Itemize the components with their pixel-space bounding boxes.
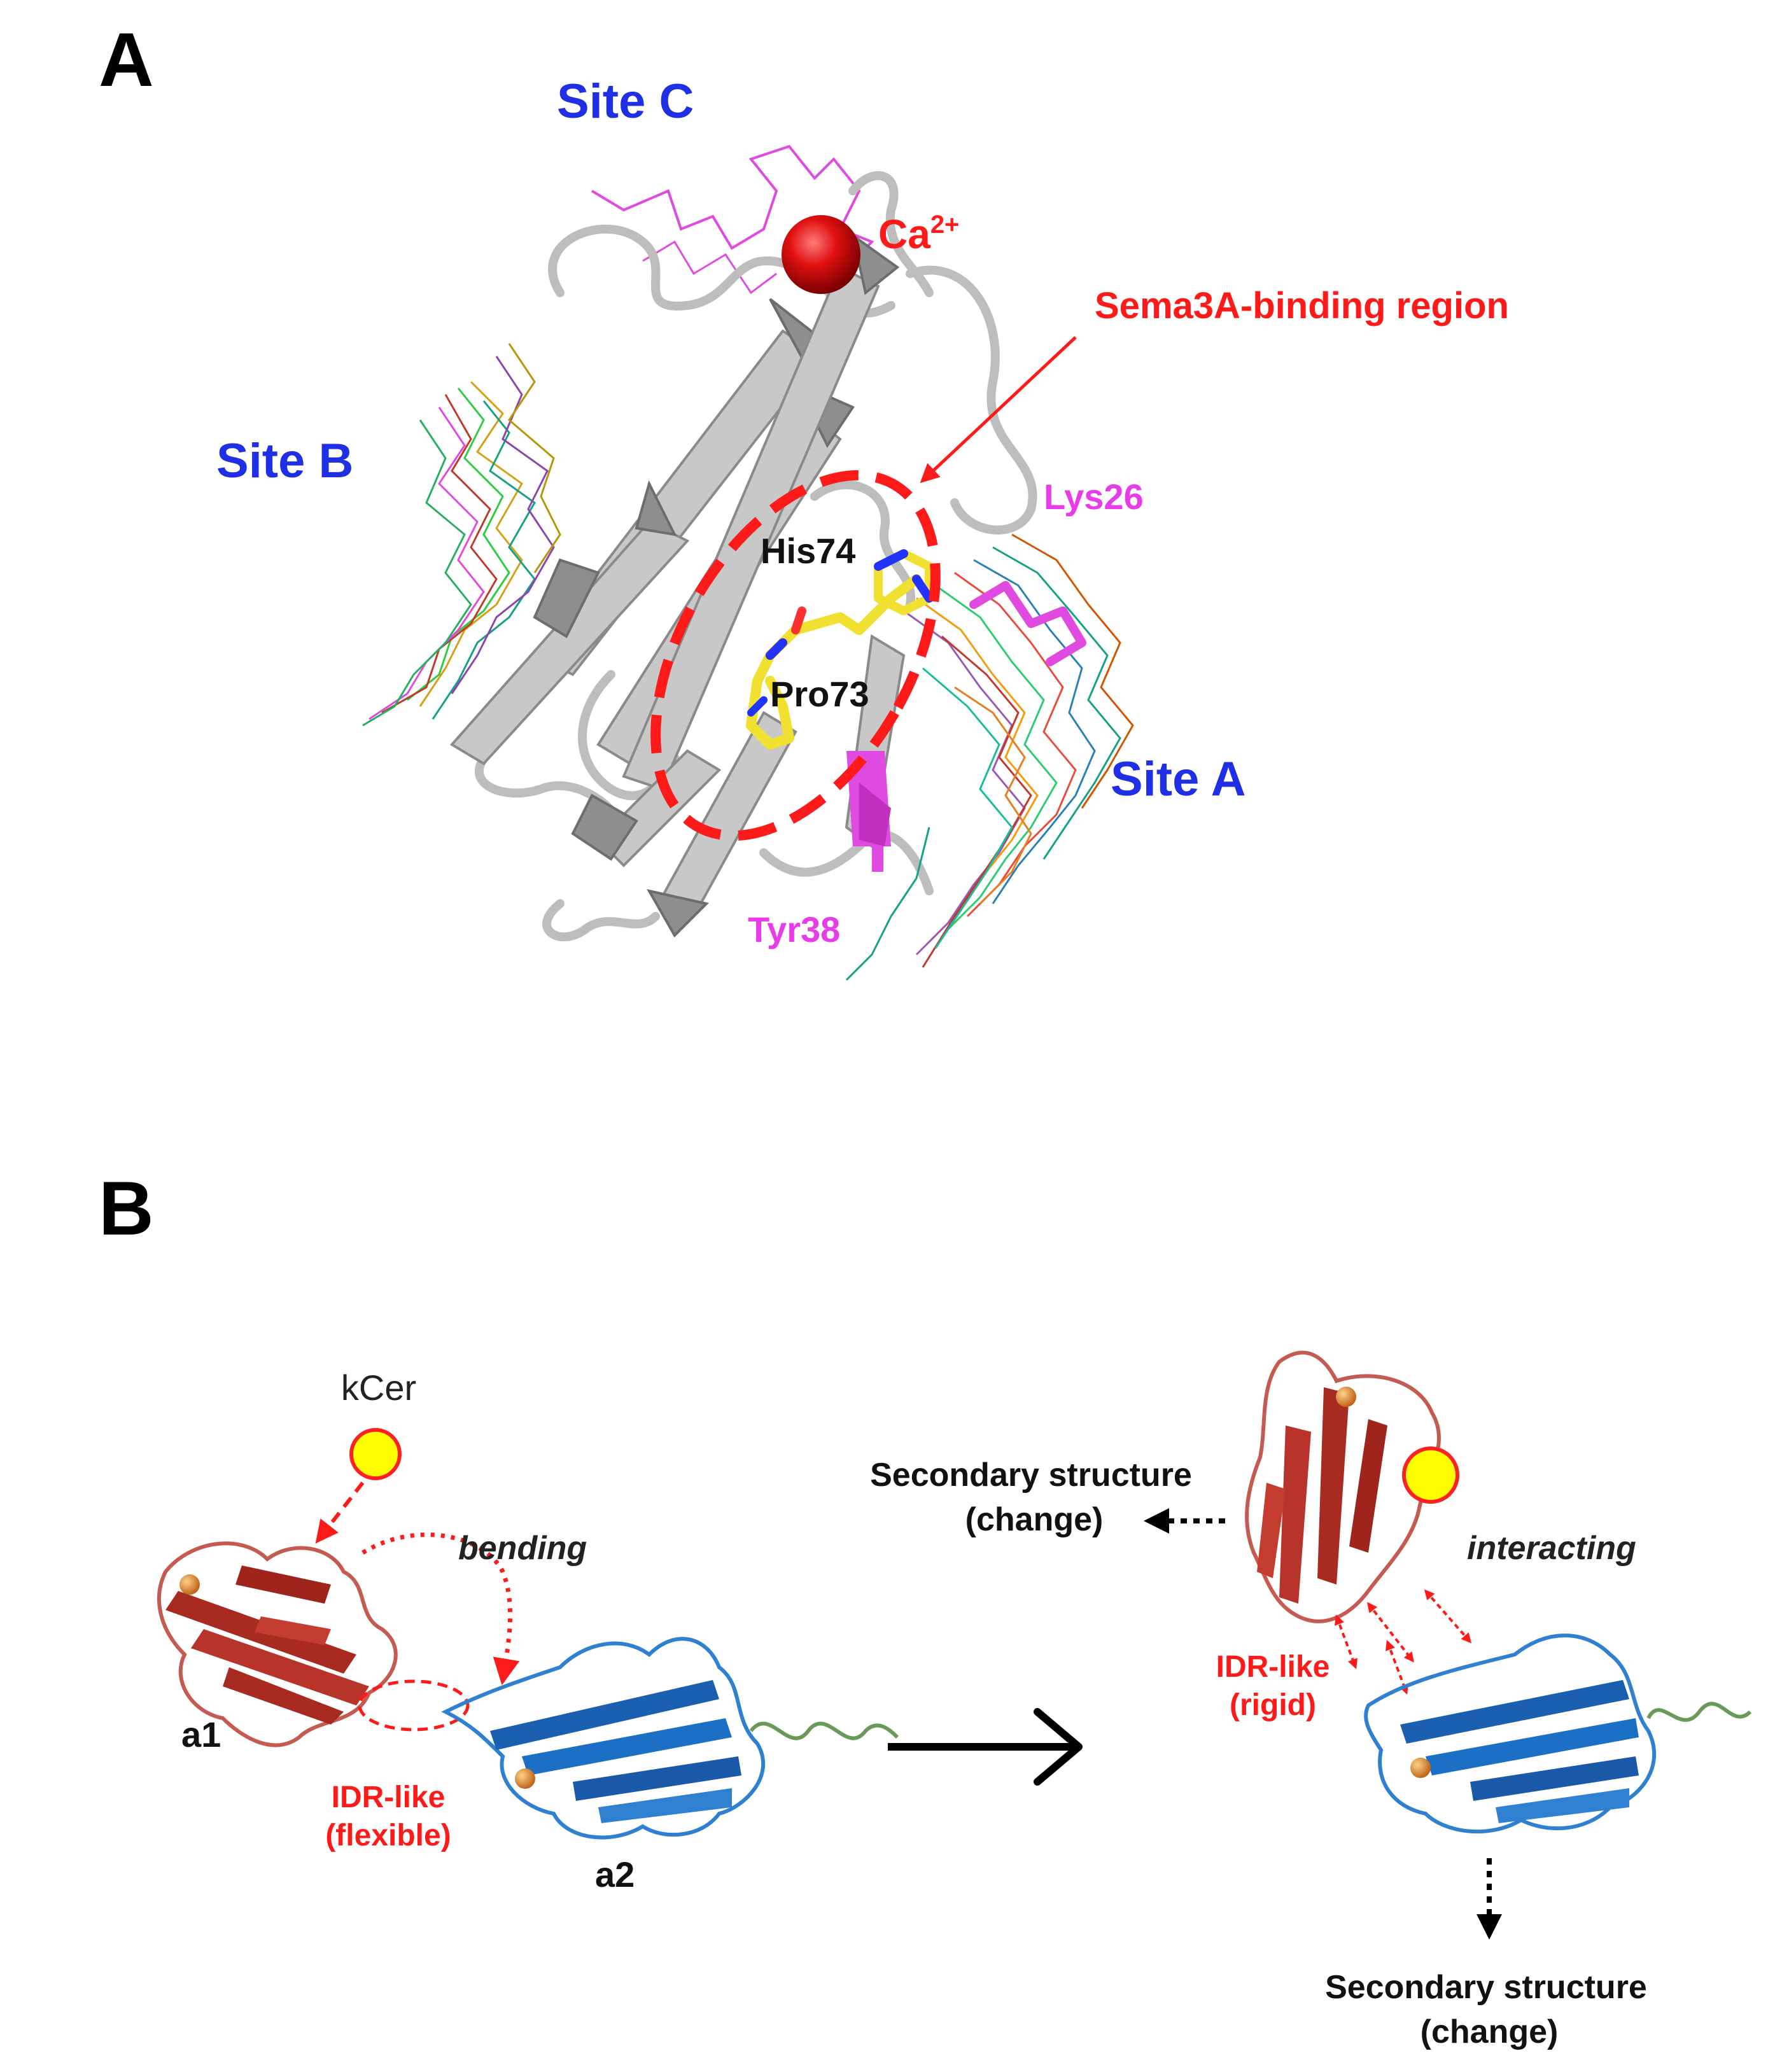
tyr38-label: Tyr38 [748,909,840,949]
panel-a-protein-coils [475,171,1037,942]
binding-region-arrow [920,336,1077,484]
site-a-label: Site A [1111,752,1246,806]
metal-ion-a2-right [1410,1758,1431,1778]
calcium-symbol: Ca [878,211,930,257]
bending-label: bending [458,1530,587,1567]
panel-b-letter: B [99,1166,154,1251]
interacting-label: interacting [1467,1530,1636,1567]
bending-arrow [361,1532,520,1686]
idr-flexible-label-line1: IDR-like [332,1781,446,1814]
kcer-binding-arrow [315,1481,365,1544]
panel-b: B kCer bending a1 [99,1166,1752,2050]
metal-ion-a1-right [1336,1387,1356,1407]
domain-a2-left [441,1637,899,1840]
domain-a1-right [1245,1350,1459,1623]
secondary-structure-bottom-line1: Secondary structure [1325,1969,1647,2006]
lys26-stick [969,581,1086,666]
calcium-charge: 2+ [930,211,960,239]
lys26-label: Lys26 [1044,477,1144,517]
site-c-label: Site C [557,74,694,129]
site-b-label: Site B [216,434,353,488]
metal-ion-a1-left [179,1574,200,1595]
domain-a2-right [1364,1634,1752,1834]
domain-a1-label: a1 [181,1714,221,1754]
calcium-ion-sphere [782,215,860,294]
interacting-arrows [1335,1589,1472,1695]
panel-a-beta-strands [449,232,906,938]
panel-a-letter: A [99,17,154,102]
calcium-label: Ca2+ [878,211,959,257]
his74-pro73-sticks [746,549,934,750]
binding-region-ellipse [650,470,941,841]
domain-a2-label: a2 [595,1854,635,1894]
binding-region-label: Sema3A-binding region [1095,285,1509,326]
panel-a: A [99,17,1509,981]
transition-arrow-head [1034,1708,1083,1786]
idr-flexible-ellipse [358,1679,470,1732]
tyr38-stick [846,751,891,872]
idr-flexible-label-line2: (flexible) [325,1819,451,1852]
kcer-ligand-bound [1402,1446,1459,1504]
kcer-label: kCer [341,1368,416,1408]
secondary-structure-left-line1: Secondary structure [870,1457,1192,1494]
secondary-structure-left-line2: (change) [965,1501,1104,1538]
site-b-trace-bundle [362,343,561,727]
idr-rigid-label-line2: (rigid) [1230,1688,1316,1722]
secondary-structure-bottom-line2: (change) [1421,2013,1559,2050]
idr-rigid-label-line1: IDR-like [1216,1650,1330,1684]
his74-label: His74 [761,531,855,571]
pro73-label: Pro73 [770,674,869,714]
site-a-trace-bundle [845,533,1134,981]
kcer-ligand-left [349,1428,402,1480]
metal-ion-a2-left [515,1768,535,1789]
domain-a1-left [157,1541,398,1747]
